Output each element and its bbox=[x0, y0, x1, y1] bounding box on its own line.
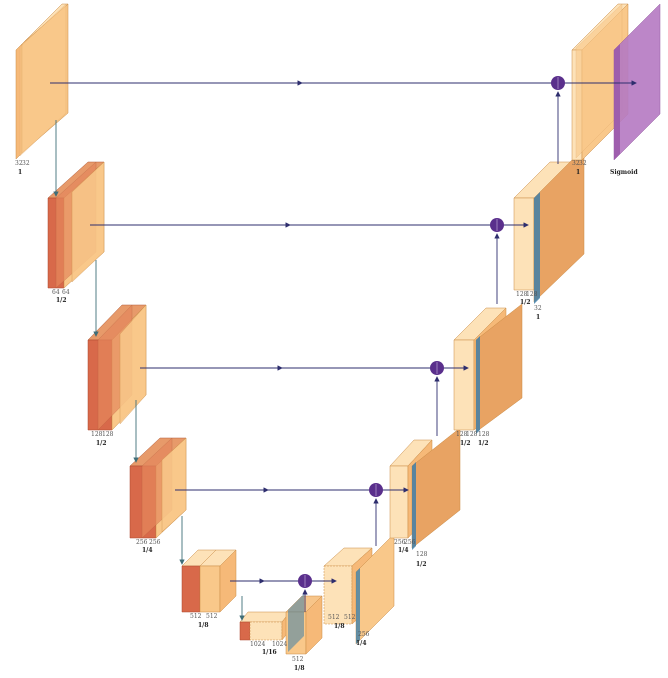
decoder-block-top-2 bbox=[513, 147, 585, 304]
upsample-arrows bbox=[302, 91, 561, 612]
decoder-block-1-4 bbox=[389, 427, 461, 550]
merge-arrows bbox=[311, 80, 637, 584]
encoder-block-2 bbox=[47, 161, 105, 289]
encoder-block-1 bbox=[15, 3, 69, 160]
decoder-block-1-2 bbox=[453, 303, 523, 434]
sigmoid-output-layer bbox=[613, 3, 661, 161]
skip-connections bbox=[50, 80, 552, 584]
bottleneck-block bbox=[239, 611, 291, 641]
sum-nodes bbox=[298, 76, 565, 588]
encoder-block-4 bbox=[129, 437, 187, 539]
encoder-block-5 bbox=[181, 549, 237, 613]
decoder-up-1 bbox=[285, 594, 323, 655]
encoder-block-3 bbox=[87, 304, 147, 431]
decoder-block-top-1 bbox=[571, 3, 629, 161]
downsample-arrows bbox=[53, 120, 245, 621]
decoder-block-1-8 bbox=[323, 533, 395, 645]
